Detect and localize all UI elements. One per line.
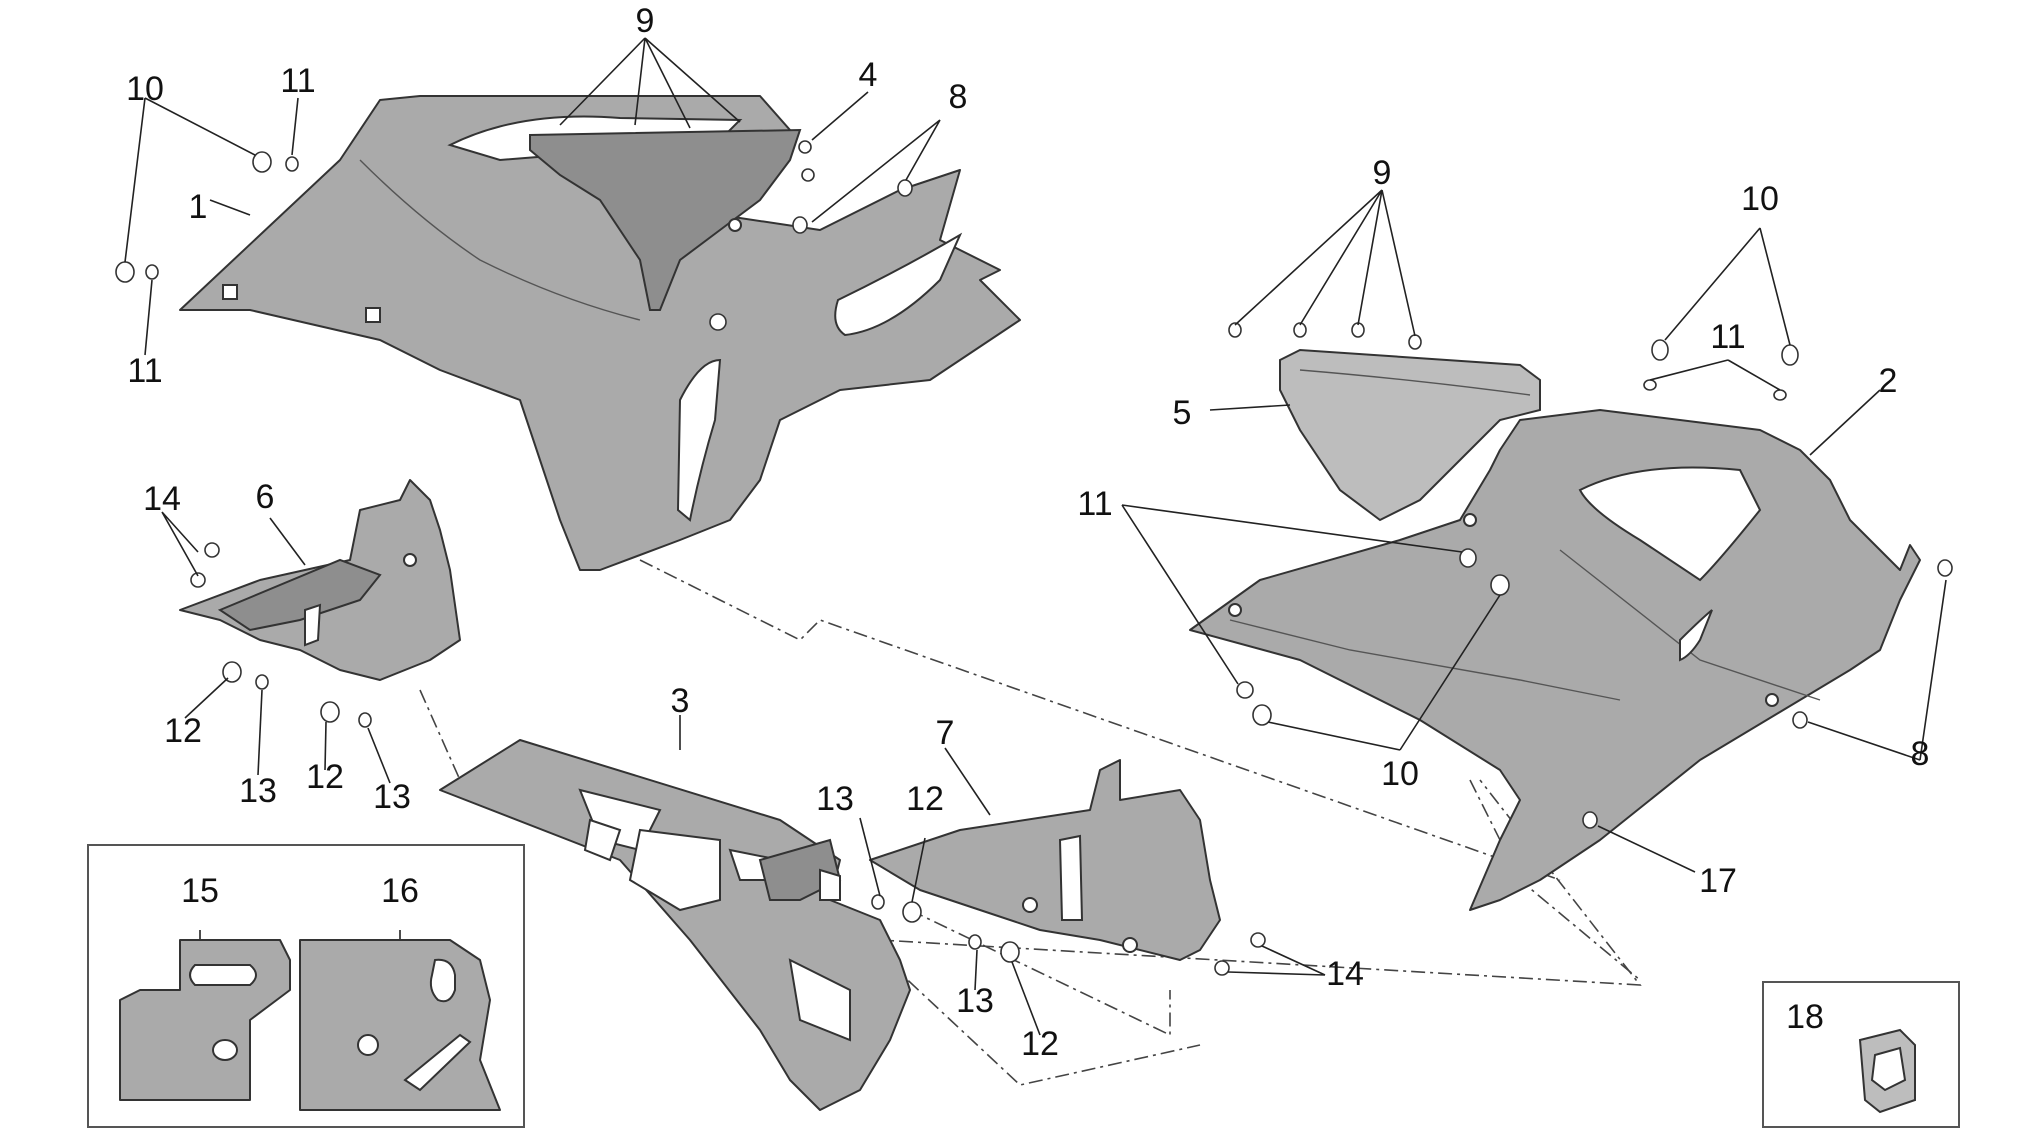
left-inner-bracket [179, 479, 461, 681]
right-inner-panel [1279, 348, 1541, 522]
callout-10: 10 [1741, 180, 1779, 218]
callout-5: 5 [1173, 394, 1192, 432]
inset-box-15-16 [87, 844, 525, 1128]
callout-18: 18 [1786, 998, 1824, 1036]
callout-17: 17 [1699, 862, 1737, 900]
callout-2: 2 [1879, 362, 1898, 400]
callout-3: 3 [671, 682, 690, 720]
callout-7: 7 [936, 714, 955, 752]
callout-10: 10 [126, 70, 164, 108]
callout-11: 11 [127, 352, 162, 390]
callout-9: 9 [636, 2, 655, 40]
callout-11: 11 [280, 62, 315, 100]
callout-10: 10 [1381, 755, 1419, 793]
callout-9: 9 [1373, 154, 1392, 192]
right-inner-bracket [869, 759, 1221, 961]
callout-8: 8 [949, 78, 968, 116]
callout-12: 12 [1021, 1025, 1059, 1063]
left-side-fairing [179, 95, 1021, 571]
callout-13: 13 [373, 778, 411, 816]
callout-12: 12 [164, 712, 202, 750]
callout-1: 1 [189, 188, 208, 226]
callout-13: 13 [816, 780, 854, 818]
callout-11: 11 [1710, 318, 1745, 356]
leader-lines [124, 37, 1947, 1036]
callout-15: 15 [181, 872, 219, 910]
fasteners [115, 140, 1953, 976]
callout-11: 11 [1077, 485, 1112, 523]
callout-12: 12 [906, 780, 944, 818]
callout-6: 6 [256, 478, 275, 516]
callout-labels: 1 10 11 11 9 4 8 9 10 11 2 5 11 10 8 17 … [126, 2, 1929, 1063]
callout-14: 14 [1326, 955, 1364, 993]
inset-box-18 [1762, 981, 1960, 1128]
callout-13: 13 [239, 772, 277, 810]
callout-16: 16 [381, 872, 419, 910]
callout-8: 8 [1911, 735, 1930, 773]
callout-12: 12 [306, 758, 344, 796]
callout-13: 13 [956, 982, 994, 1020]
callout-14: 14 [143, 480, 181, 518]
callout-4: 4 [859, 56, 878, 94]
lower-fairing [439, 739, 911, 1111]
right-side-fairing [1189, 409, 1921, 911]
